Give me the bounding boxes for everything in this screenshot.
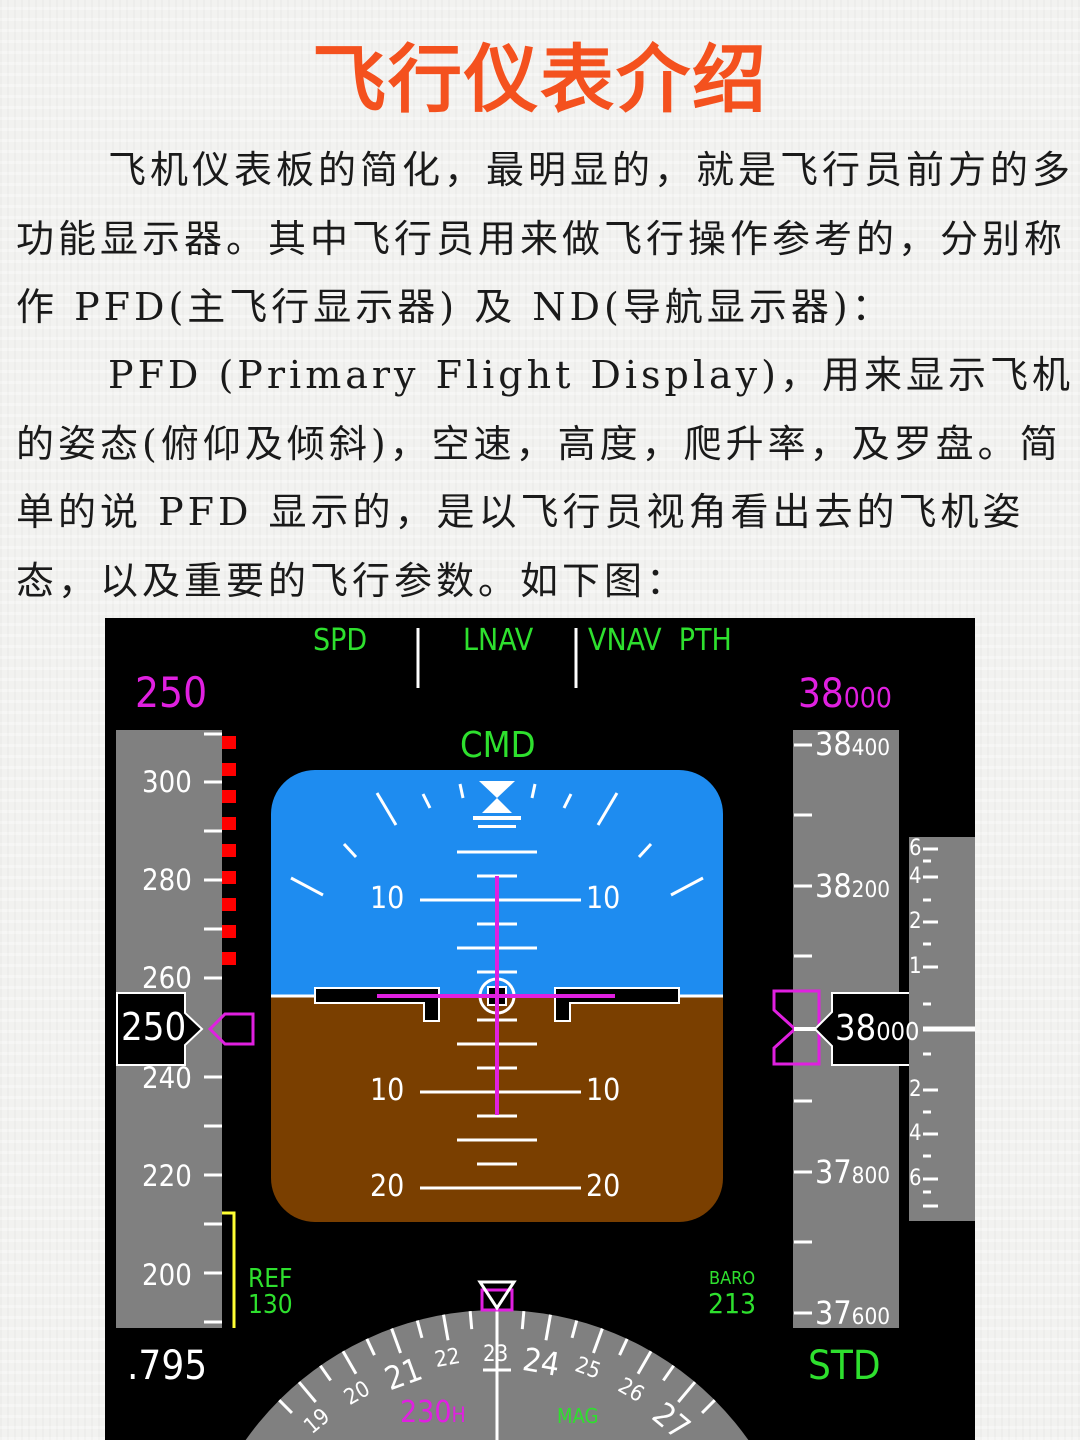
altitude-label: 38200	[815, 867, 891, 905]
speed-label: 280	[142, 863, 192, 897]
vsi-label: 1	[909, 954, 922, 979]
vsi-label: 4	[909, 1121, 922, 1146]
intro-paragraph: 飞机仪表板的简化，最明显的，就是飞行员前方的多功能显示器。其中飞行员用来做飞行操…	[16, 136, 1076, 342]
vsi-label: 2	[909, 1077, 922, 1102]
speed-label: 260	[142, 961, 192, 995]
baro-value: 213	[708, 1287, 757, 1320]
speed-label: 220	[142, 1159, 192, 1193]
heading-label: 23	[483, 1342, 509, 1367]
ref-label: REF	[248, 1264, 293, 1294]
selected-speed: 250	[135, 668, 208, 717]
altitude-label: 38400	[815, 725, 891, 763]
pfd-paragraph: PFD (Primary Flight Display)，用来显示飞机的姿态(俯…	[16, 341, 1076, 615]
heading-label: 24	[519, 1340, 563, 1384]
pitch-label: 10	[370, 881, 405, 916]
pitch-label: 10	[370, 1073, 405, 1108]
pitch-label: 20	[370, 1169, 405, 1204]
mach-number: .795	[127, 1343, 208, 1389]
primary-flight-display: SPD LNAV VNAV PTH CMD 250 38000 300 280 …	[105, 618, 975, 1440]
fma-pitch-mode: VNAV PTH	[588, 623, 732, 658]
pfd-graphics	[116, 628, 975, 1440]
vsi-label: 2	[909, 909, 922, 934]
ref-speed: 130	[248, 1290, 293, 1320]
current-speed: 250	[121, 1005, 187, 1049]
vsi-label: 6	[909, 1166, 922, 1191]
pitch-label: 20	[586, 1169, 621, 1204]
selected-altitude: 38000	[798, 671, 892, 717]
pitch-label: 10	[586, 1073, 621, 1108]
current-altitude: 38000	[835, 1008, 920, 1049]
fma-roll-mode: LNAV	[463, 623, 534, 658]
speed-label: 300	[142, 765, 192, 799]
altitude-label: 37600	[815, 1294, 891, 1332]
paragraph-text: PFD (Primary Flight Display)，用来显示飞机的姿态(俯…	[16, 353, 1074, 603]
page-title: 飞行仪表介绍	[312, 37, 768, 123]
paragraph-text: 飞机仪表板的简化，最明显的，就是飞行员前方的多功能显示器。其中飞行员用来做飞行操…	[16, 148, 1075, 329]
vsi-label: 4	[909, 864, 922, 889]
altitude-label: 37800	[815, 1153, 891, 1191]
baro-setting: STD	[808, 1343, 881, 1389]
heading-label: 22	[432, 1344, 463, 1374]
autopilot-status: CMD	[460, 725, 536, 766]
baro-label: BARO	[709, 1268, 756, 1289]
heading-reference: MAG	[557, 1404, 599, 1428]
speed-label: 200	[142, 1258, 192, 1292]
vsi-label: 6	[909, 836, 922, 861]
pitch-label: 10	[586, 881, 621, 916]
selected-heading: 230H	[400, 1395, 466, 1430]
speed-label: 240	[142, 1061, 192, 1095]
fma-speed-mode: SPD	[313, 623, 368, 658]
